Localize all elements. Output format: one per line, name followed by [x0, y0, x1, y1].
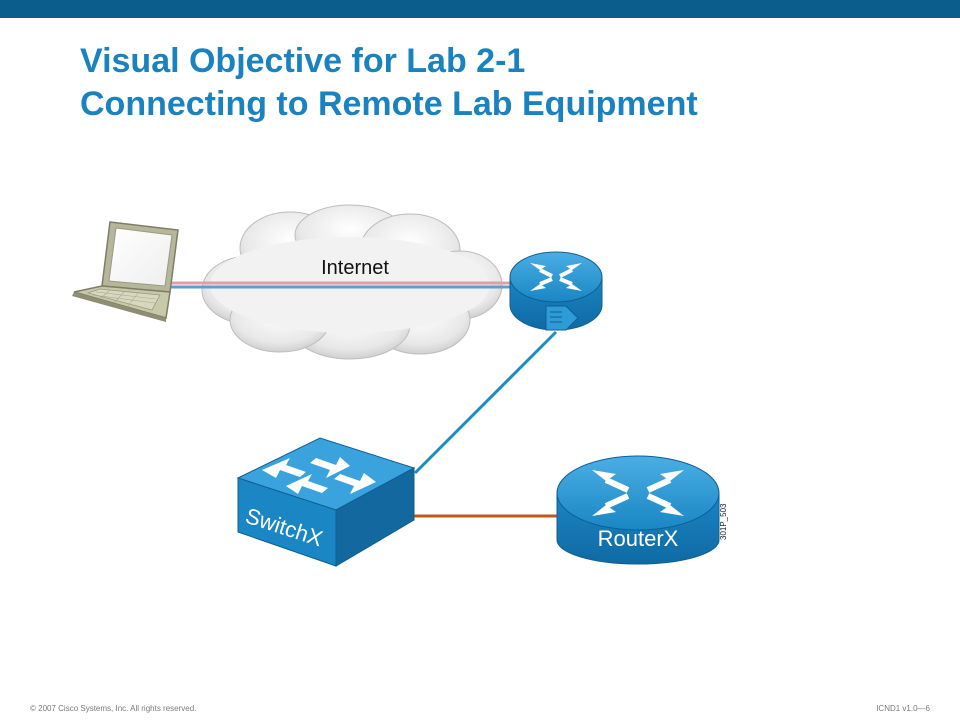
remote-router-icon: [509, 251, 603, 331]
router-label: RouterX: [598, 526, 679, 551]
link-laptop-router: [168, 281, 515, 289]
link-router-switch: [413, 330, 558, 475]
switch-icon: SwitchX: [236, 437, 416, 567]
laptop-icon: [72, 221, 179, 322]
cloud-label: Internet: [321, 257, 389, 279]
slide-title: Visual Objective for Lab 2-1 Connecting …: [80, 40, 698, 126]
title-line-2: Connecting to Remote Lab Equipment: [80, 85, 698, 123]
footer-copyright: © 2007 Cisco Systems, Inc. All rights re…: [30, 704, 197, 713]
top-bar: [0, 0, 960, 18]
figure-id: 301P_503: [719, 503, 728, 540]
cloud-icon: Internet: [201, 204, 503, 360]
router-icon: RouterX: [556, 455, 720, 565]
footer-course: ICND1 v1.0—6: [876, 704, 930, 713]
title-line-1: Visual Objective for Lab 2-1: [80, 42, 526, 80]
